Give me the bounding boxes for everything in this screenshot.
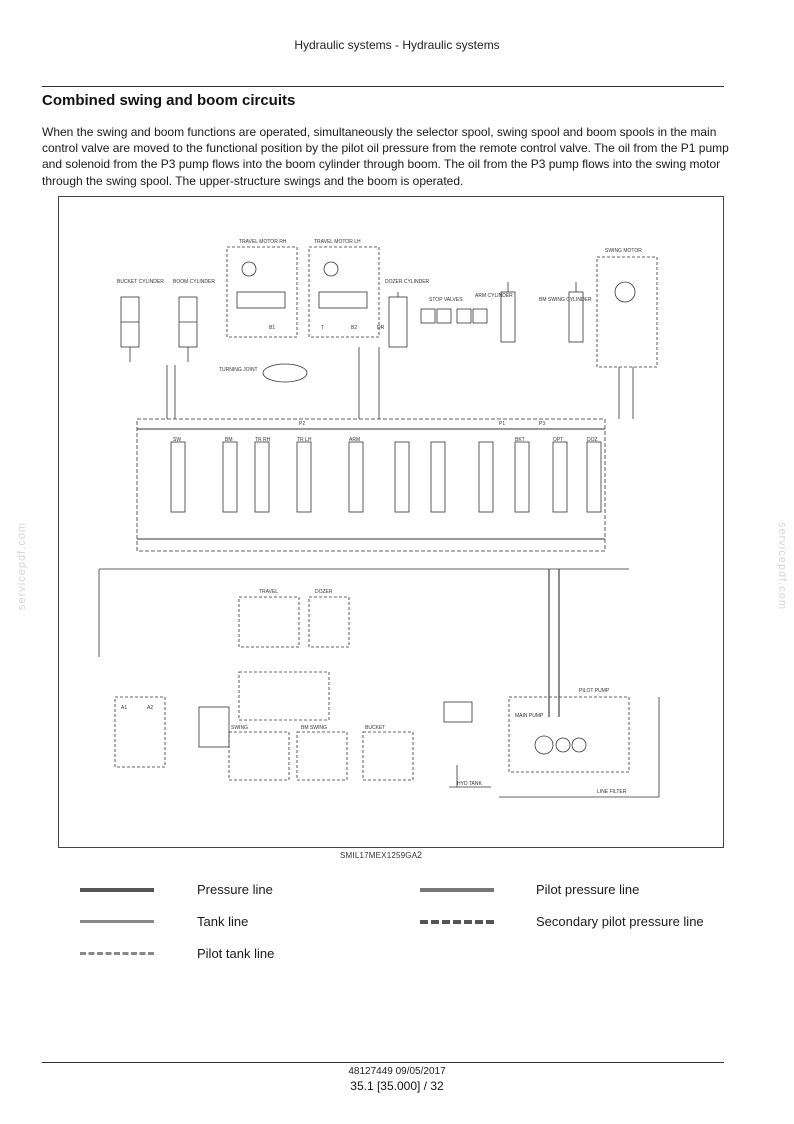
swing-motor-box — [596, 256, 658, 368]
label-turning-joint: TURNING JOINT — [219, 367, 258, 373]
label-boom-cylinder: BOOM CYLINDER — [173, 279, 215, 285]
solenoid-valve — [198, 706, 230, 748]
label-bm: BM — [225, 437, 233, 443]
turning-joint-icon — [262, 363, 308, 383]
figure-code: SMIL17MEX1259GA — [340, 851, 418, 860]
travel-rcv — [238, 596, 300, 648]
swing-rcv — [228, 731, 290, 781]
dozer-cylinder-symbol — [388, 292, 408, 348]
label-main-pump: MAIN PUMP — [515, 713, 544, 719]
label-opt: OPT — [553, 437, 563, 443]
main-control-valve — [136, 418, 606, 552]
bucket-cylinder-symbol — [120, 296, 140, 362]
label-dozer: DOZER — [315, 589, 333, 595]
label-boom-swing: BM SWING — [301, 725, 327, 731]
legend-tank-line-swatch — [80, 920, 154, 923]
legend-pilot-tank-line: Pilot tank line — [197, 946, 275, 961]
boom-swing-rcv — [296, 731, 348, 781]
label-swing-cylinder: BM SWING CYLINDER — [539, 297, 592, 303]
footer-rule — [42, 1062, 724, 1063]
label-arm-cylinder: ARM CYLINDER — [475, 293, 513, 299]
label-hyd-tank: HYD TANK — [457, 781, 482, 787]
legend-pressure-line: Pressure line — [197, 882, 273, 897]
label-swing-motor: SWING MOTOR — [605, 248, 642, 254]
valve-spools — [170, 441, 602, 513]
label-p1: P1 — [499, 421, 505, 427]
label-a1: A1 — [121, 705, 127, 711]
legend-tank-line: Tank line — [197, 914, 249, 929]
legend-secondary-pilot-pressure-line: Secondary pilot pressure line — [536, 914, 704, 929]
travel-motor-rh-box — [226, 246, 298, 338]
label-trlh: TR LH — [297, 437, 312, 443]
bucket-rcv — [362, 731, 414, 781]
watermark-right: servicepdf.com — [775, 522, 788, 610]
travel-motor-rh-icon — [241, 261, 257, 277]
footer-page-number: 35.1 [35.000] / 32 — [350, 1079, 444, 1093]
legend-pilot-pressure-line-swatch — [420, 888, 494, 892]
figure-number: 2 — [417, 850, 423, 860]
label-dr: DR — [377, 325, 385, 331]
arm-cylinder-symbol — [500, 282, 516, 343]
legend-secondary-pilot-pressure-line-swatch — [420, 920, 494, 924]
label-pilot-pump: PILOT PUMP — [579, 688, 610, 694]
section-body: When the swing and boom functions are op… — [42, 125, 729, 188]
swing-cylinder-symbol — [568, 282, 584, 343]
label-dozer-cylinder: DOZER CYLINDER — [385, 279, 430, 285]
label-travel-motor-rh: TRAVEL MOTOR RH — [239, 239, 287, 245]
label-travel-motor-lh: TRAVEL MOTOR LH — [314, 239, 361, 245]
main-pump-icon — [534, 735, 554, 755]
label-swing: SWING — [231, 725, 248, 731]
dozer-rcv — [308, 596, 350, 648]
label-p3: P3 — [539, 421, 545, 427]
label-t: T — [321, 325, 324, 331]
label-stop-valves: STOP VALVES — [429, 297, 463, 303]
label-line-filter: LINE FILTER — [597, 789, 627, 795]
label-trrh: TR RH — [255, 437, 271, 443]
schematic-svg: TRAVEL MOTOR RH TRAVEL MOTOR LH BUCKET C… — [98, 239, 660, 798]
label-p2: P2 — [299, 421, 305, 427]
section-title: Combined swing and boom circuits — [42, 92, 296, 109]
watermark-left: servicepdf.com — [15, 522, 28, 610]
label-bucket-cylinder: BUCKET CYLINDER — [117, 279, 164, 285]
travel-motor-lh-box — [308, 246, 380, 338]
label-sw: SW — [173, 437, 181, 443]
label-arm: ARM — [349, 437, 360, 443]
travel-motor-lh-icon — [323, 261, 339, 277]
label-doz: DOZ — [587, 437, 598, 443]
label-travel: TRAVEL — [259, 589, 278, 595]
label-a2: A2 — [147, 705, 153, 711]
legend-pilot-tank-line-swatch — [80, 952, 154, 955]
label-bkt: BKT — [515, 437, 525, 443]
label-bucket: BUCKET — [365, 725, 385, 731]
footer-doc-ref: 48127449 09/05/2017 — [348, 1066, 446, 1077]
label-b2: B2 — [351, 325, 357, 331]
swing-motor-icon — [614, 281, 636, 303]
option-rcv — [238, 671, 330, 721]
label-b1: B1 — [269, 325, 275, 331]
header-rule — [42, 86, 724, 87]
boom-cylinder-symbol — [178, 296, 198, 362]
running-header: Hydraulic systems - Hydraulic systems — [294, 38, 500, 52]
pump-group — [508, 696, 630, 773]
legend-pilot-pressure-line: Pilot pressure line — [536, 882, 640, 897]
left-rcv — [114, 696, 166, 768]
hydraulic-schematic: TRAVEL MOTOR RH TRAVEL MOTOR LH BUCKET C… — [58, 196, 724, 848]
oil-cooler — [443, 701, 473, 723]
legend-pressure-line-swatch — [80, 888, 154, 892]
